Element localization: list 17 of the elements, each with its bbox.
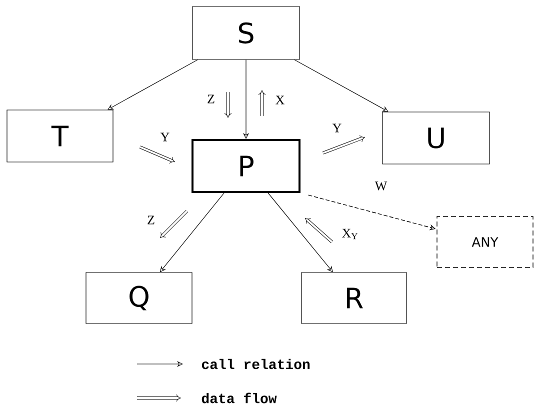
module-box: T bbox=[6, 110, 114, 162]
edge-label: W bbox=[374, 182, 388, 190]
arrow bbox=[294, 60, 388, 112]
dashed-box: ANY bbox=[436, 216, 534, 268]
flow-label: X bbox=[276, 96, 284, 104]
module-box: P bbox=[192, 139, 300, 193]
flow-label: Z bbox=[148, 216, 154, 224]
flow-label: Z bbox=[208, 94, 214, 104]
legend-text: data flow bbox=[202, 392, 277, 404]
legend-text: call relation bbox=[202, 358, 310, 370]
module-box: S bbox=[192, 6, 300, 60]
module-box: R bbox=[301, 272, 407, 324]
flow-label: Y bbox=[160, 132, 170, 142]
flow-label: Y bbox=[332, 124, 342, 132]
module-box: U bbox=[382, 112, 490, 164]
module-box: Q bbox=[86, 272, 192, 324]
flow-label: X$_{Y}$ bbox=[342, 228, 358, 240]
